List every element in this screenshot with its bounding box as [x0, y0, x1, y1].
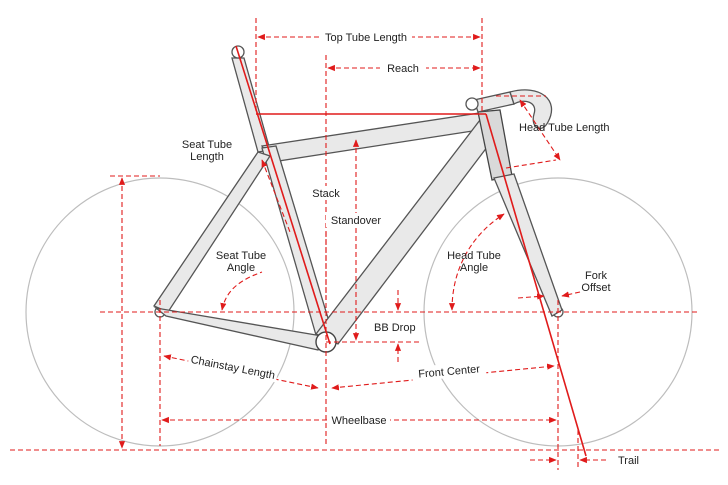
label-seat-tube-length-1: Seat Tube — [182, 139, 232, 151]
label-fork-offset-1: Fork — [585, 270, 608, 282]
label-head-tube-length: Head Tube Length — [519, 122, 610, 134]
dimension-lines — [10, 18, 720, 470]
steerer-cap — [465, 97, 479, 111]
seat-tube-axis — [235, 45, 331, 345]
label-seat-tube-length-2: Length — [190, 151, 224, 163]
label-head-tube-angle-1: Head Tube — [447, 250, 501, 262]
geometry-lines — [235, 45, 587, 457]
seat-stay — [153, 151, 272, 313]
label-stack: Stack — [312, 188, 340, 200]
label-standover: Standover — [331, 215, 381, 227]
label-wheelbase: Wheelbase — [331, 415, 386, 427]
label-head-tube-angle-2: Angle — [460, 262, 488, 274]
label-top-tube-length: Top Tube Length — [325, 32, 407, 44]
chain-stay — [153, 306, 323, 351]
label-fork-offset-2: Offset — [581, 282, 610, 294]
bike-frame — [153, 45, 563, 353]
down-tube — [314, 119, 501, 345]
labels: Top Tube Length Reach Head Tube Length S… — [182, 29, 639, 467]
label-seat-tube-angle-1: Seat Tube — [216, 250, 266, 262]
label-reach: Reach — [387, 63, 419, 75]
steering-axis — [485, 113, 587, 457]
label-chainstay-length: Chainstay Length — [190, 354, 276, 382]
label-front-center: Front Center — [418, 363, 481, 380]
label-bb-drop: BB Drop — [374, 322, 416, 334]
stem — [473, 91, 515, 113]
label-seat-tube-angle-2: Angle — [227, 262, 255, 274]
fork — [493, 173, 563, 317]
label-trail: Trail — [618, 455, 639, 467]
